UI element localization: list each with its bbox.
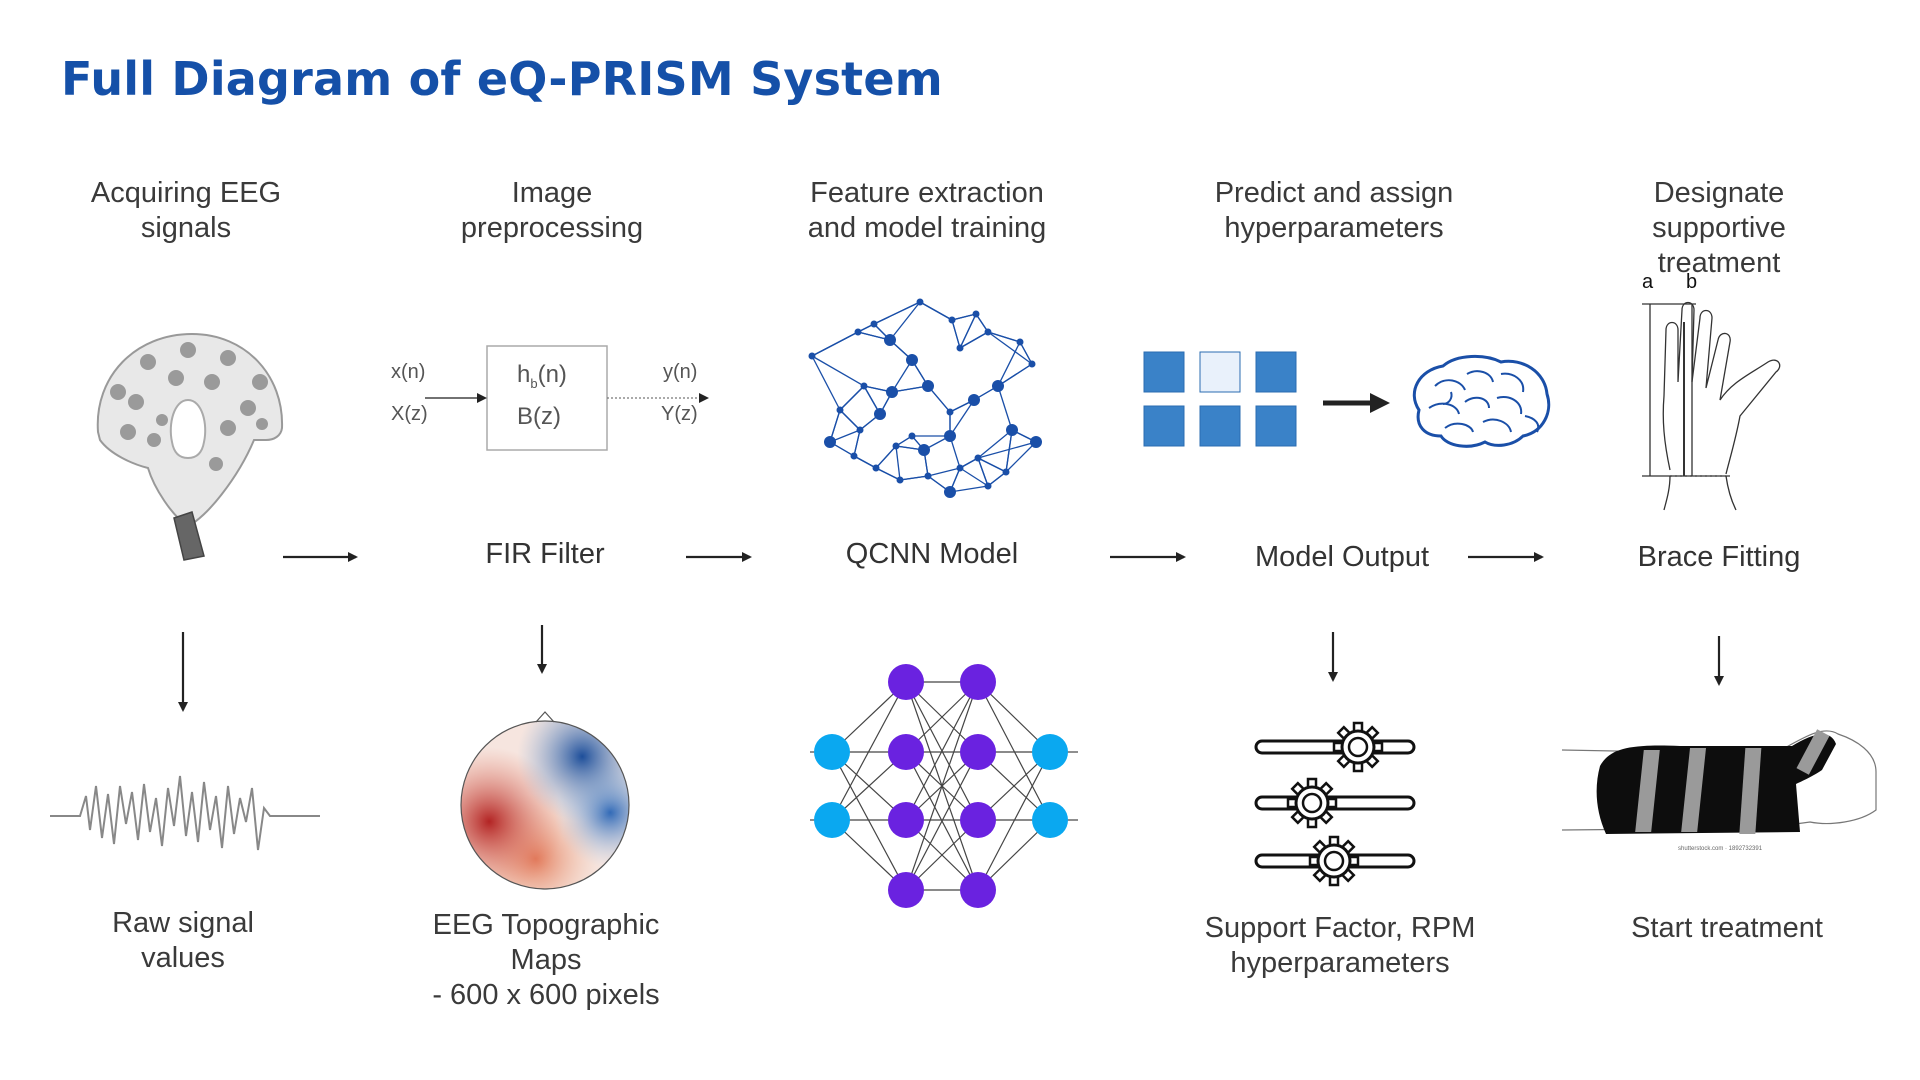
raw-signal-label: Raw signal values [112,907,254,974]
hand-label-b: b [1686,271,1697,293]
output-square-1 [1143,351,1185,393]
page-title: Full Diagram of eQ-PRISM System [61,52,943,106]
eeg-cap-icon [96,332,284,561]
fir-filter-block: x(n) X(z) hb(n) B(z) y(n) Y(z) [391,345,709,451]
stage-5-header: Designate supportive treatment [1652,177,1786,279]
model-output-grid [1143,351,1297,447]
topographic-maps-label: EEG Topographic Maps - 600 x 600 pixels [432,909,660,1011]
fir-output-time: y(n) [663,361,697,383]
output-square-2 [1199,351,1241,393]
qcnn-model-label: QCNN Model [845,538,1019,570]
fir-h-arg: (n) [538,361,567,388]
hand-measure-icon: a b [1642,271,1781,511]
fir-input-time: x(n) [391,361,425,383]
fir-h-subscript: b [530,376,537,391]
model-output-label: Model Output [1254,541,1430,573]
hand-label-a: a [1642,271,1654,293]
brain-icon [1412,354,1551,448]
stage-1-header: Acquiring EEG signals [90,177,282,244]
fir-output-z: Y(z) [661,403,698,425]
hyperparameters-label: Support Factor, RPM hyperparameters [1204,912,1476,979]
fir-input-z: X(z) [391,403,428,425]
output-square-3 [1255,351,1297,393]
stage-3-header: Feature extraction and model training [807,177,1047,244]
wrist-brace-icon: shutterstock.com · 1892732391 [1561,729,1877,852]
fir-transfer-function: B(z) [517,403,561,430]
start-treatment-label: Start treatment [1631,912,1823,944]
fir-h-symbol: h [517,361,530,388]
raw-signal-waveform [50,775,320,851]
network-graph-icon [808,298,1042,498]
hyperparameter-sliders [1254,721,1416,887]
qcnn-network-icon [810,664,1078,908]
output-square-4 [1143,405,1185,447]
stage-2-header: Image preprocessing [460,177,644,244]
output-square-6 [1255,405,1297,447]
stage-4-header: Predict and assign hyperparameters [1214,177,1454,244]
fir-filter-label: FIR Filter [485,538,605,570]
brace-image-caption: shutterstock.com · 1892732391 [1678,846,1763,852]
topographic-map-icon [460,711,630,890]
svg-text:hb(n): hb(n) [517,361,567,391]
brace-fitting-label: Brace Fitting [1637,541,1801,573]
output-square-5 [1199,405,1241,447]
